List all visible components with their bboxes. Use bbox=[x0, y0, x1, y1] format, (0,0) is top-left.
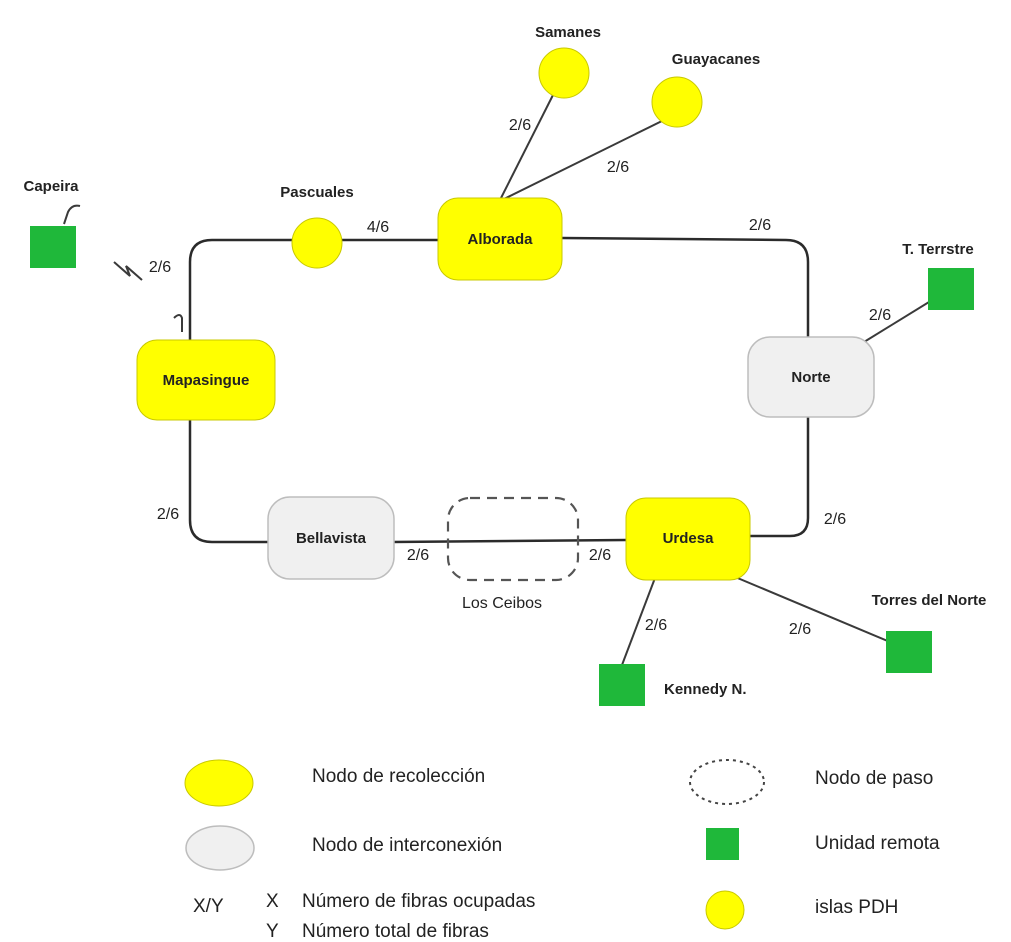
torres-link bbox=[727, 573, 891, 643]
capeira-remote-unit bbox=[30, 226, 76, 268]
torres-link-label: 2/6 bbox=[789, 621, 811, 638]
bellavista-ceibos-link-label: 2/6 bbox=[407, 547, 429, 564]
ring-top-right-link bbox=[561, 236, 810, 340]
mapasingue-antenna bbox=[173, 314, 183, 332]
legend-interconnection-node-icon bbox=[185, 825, 255, 871]
radio-link-icon bbox=[113, 261, 143, 281]
samanes-link bbox=[499, 94, 554, 201]
torres-remote-unit bbox=[886, 631, 932, 673]
guayacanes-island bbox=[651, 76, 703, 128]
capeira-link-label: 2/6 bbox=[149, 259, 171, 276]
legend-collection-node-label: Nodo de recolección bbox=[312, 766, 485, 787]
legend: Nodo de recolección Nodo de interconexió… bbox=[184, 759, 940, 942]
kennedy-link bbox=[621, 577, 656, 666]
ring-bottom-link bbox=[391, 538, 627, 544]
alborada-node bbox=[437, 197, 563, 281]
legend-pass-node-label: Nodo de paso bbox=[815, 768, 933, 789]
ring-right-link bbox=[748, 416, 810, 538]
pascuales-link-label: 4/6 bbox=[367, 219, 389, 236]
pascuales-label: Pascuales bbox=[280, 184, 353, 201]
samanes-label: Samanes bbox=[535, 24, 601, 41]
urdesa-label: Urdesa bbox=[663, 530, 715, 547]
kennedy-remote-unit bbox=[599, 664, 645, 706]
guayacanes-link bbox=[501, 117, 669, 201]
norte-node bbox=[747, 336, 875, 418]
torres-label: Torres del Norte bbox=[872, 592, 987, 609]
kennedy-link-label: 2/6 bbox=[645, 617, 667, 634]
kennedy-label: Kennedy N. bbox=[664, 681, 747, 698]
capeira-label: Capeira bbox=[23, 178, 79, 195]
legend-x-desc: Número de fibras ocupadas bbox=[302, 891, 535, 912]
legend-pdh-island-label: islas PDH bbox=[815, 897, 898, 918]
guayacanes-link-label: 2/6 bbox=[607, 159, 629, 176]
t-terrstre-label: T. Terrstre bbox=[902, 241, 973, 258]
t-terrstre-link-label: 2/6 bbox=[869, 307, 891, 324]
ring-top-left-link bbox=[188, 238, 440, 380]
legend-y-desc: Número total de fibras bbox=[302, 921, 489, 942]
bellavista-node bbox=[267, 496, 395, 580]
mapasingue-bellavista-link-label: 2/6 bbox=[157, 506, 179, 523]
legend-collection-node-icon bbox=[184, 759, 254, 807]
samanes-island bbox=[538, 47, 590, 99]
guayacanes-label: Guayacanes bbox=[672, 51, 760, 68]
legend-xy-symbol: X/Y bbox=[193, 896, 224, 917]
capeira-antenna bbox=[63, 204, 81, 225]
pascuales-island bbox=[291, 217, 343, 269]
mapasingue-label: Mapasingue bbox=[163, 372, 250, 389]
los-ceibos-pass-node bbox=[446, 496, 580, 582]
alborada-label: Alborada bbox=[467, 231, 533, 248]
bellavista-label: Bellavista bbox=[296, 530, 367, 547]
legend-pdh-island-icon bbox=[705, 890, 745, 930]
los-ceibos-label: Los Ceibos bbox=[462, 595, 542, 612]
ring-left-link bbox=[188, 418, 272, 544]
norte-urdesa-link-label: 2/6 bbox=[824, 511, 846, 528]
samanes-link-label: 2/6 bbox=[509, 117, 531, 134]
legend-remote-unit-icon bbox=[706, 828, 739, 860]
legend-x-key: X bbox=[266, 891, 279, 912]
norte-label: Norte bbox=[791, 369, 830, 386]
legend-remote-unit-label: Unidad remota bbox=[815, 833, 940, 854]
t-terrstre-remote-unit bbox=[928, 268, 974, 310]
ceibos-urdesa-link-label: 2/6 bbox=[589, 547, 611, 564]
alborada-norte-link-label: 2/6 bbox=[749, 217, 771, 234]
mapasingue-node bbox=[136, 339, 276, 421]
legend-pass-node-icon bbox=[689, 759, 765, 805]
urdesa-node bbox=[625, 497, 751, 581]
legend-interconnection-node-label: Nodo de interconexión bbox=[312, 835, 502, 856]
legend-y-key: Y bbox=[266, 921, 279, 942]
